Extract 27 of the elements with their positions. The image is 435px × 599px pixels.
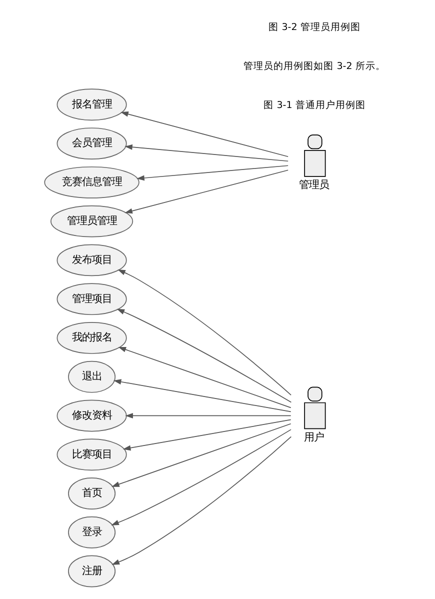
node-ellipse: 报名管理 — [56, 88, 127, 121]
arrow — [118, 269, 292, 396]
arrow — [112, 423, 292, 487]
arrow — [111, 429, 292, 526]
arrow — [124, 144, 289, 162]
arrow — [136, 165, 289, 181]
label: 图 3-1 普通用户用例图 — [264, 100, 366, 111]
node-label: 管理员 — [298, 179, 329, 192]
label: 管理员的用例图如图 3-2 所示。 — [244, 61, 386, 72]
arrow — [118, 346, 292, 408]
arrow — [112, 436, 292, 565]
node-ellipse: 会员管理 — [56, 128, 127, 160]
node-ellipse: 登录 — [68, 516, 116, 548]
node-label: 用户 — [304, 431, 324, 444]
node-ellipse: 比赛项目 — [56, 438, 127, 471]
arrow — [113, 379, 292, 412]
node-ellipse: 注册 — [68, 555, 116, 588]
arrow — [124, 170, 289, 214]
node-ellipse: 竞赛信息管理 — [44, 166, 140, 198]
arrow — [122, 419, 292, 451]
node-ellipse: 首页 — [68, 477, 116, 510]
arrow — [116, 308, 292, 403]
label: 图 3-2 管理员用例图 — [268, 22, 360, 34]
arrow — [120, 111, 289, 158]
node-ellipse: 退出 — [68, 360, 116, 393]
node-ellipse: 修改资料 — [56, 400, 127, 432]
arrow — [125, 412, 292, 418]
